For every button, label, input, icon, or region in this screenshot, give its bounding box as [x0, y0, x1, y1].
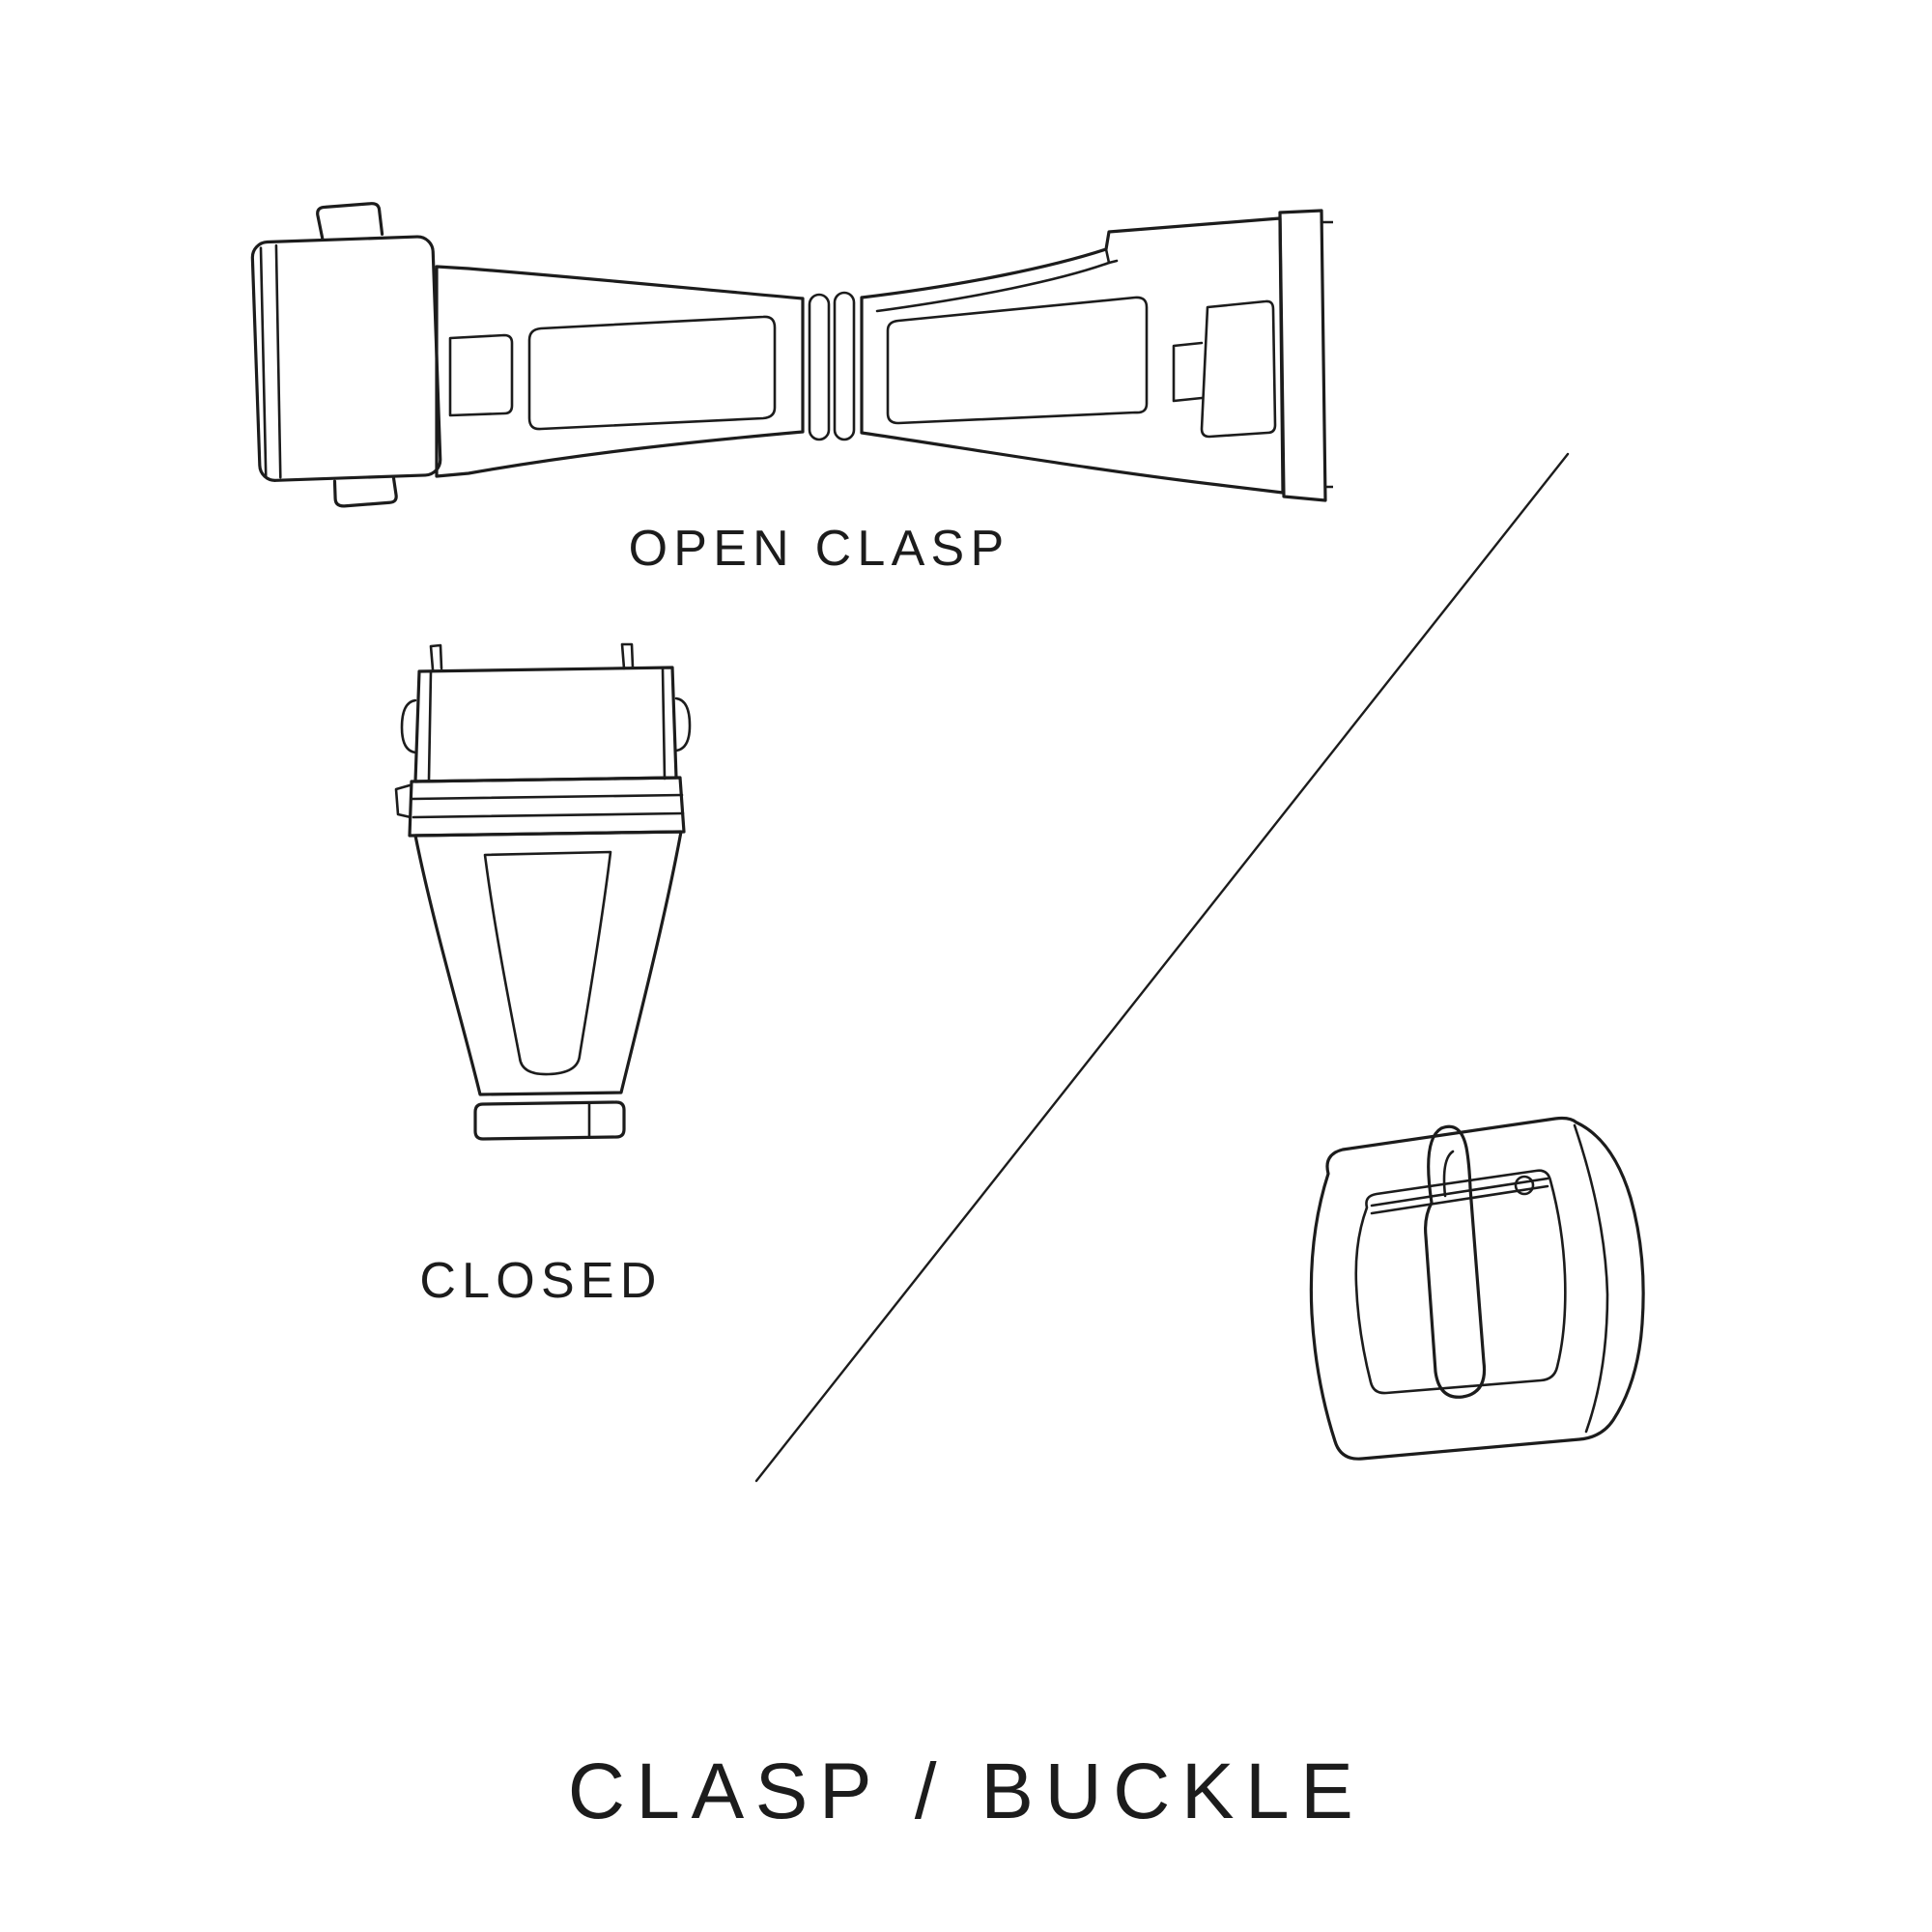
buckle-tongue	[1424, 1124, 1487, 1399]
buckle-frame	[1309, 1116, 1645, 1461]
open-clasp-left-arm	[435, 265, 805, 478]
closed-clasp-foot	[473, 1100, 626, 1141]
closed-clasp-prongs	[429, 642, 635, 671]
buckle-illustration	[1309, 1116, 1645, 1461]
closed-clasp-band	[394, 776, 686, 838]
open-clasp-label: OPEN CLASP	[628, 521, 1010, 577]
open-clasp-right-arm	[860, 209, 1333, 502]
closed-clasp-label: CLOSED	[419, 1253, 663, 1309]
buckle-spring-bar	[1370, 1175, 1549, 1215]
closed-clasp-illustration	[394, 642, 692, 1141]
open-clasp-hinge	[808, 291, 856, 441]
closed-clasp-body	[413, 830, 683, 1096]
open-clasp-illustration	[250, 202, 1333, 508]
page-title: CLASP / BUCKLE	[567, 1747, 1365, 1835]
